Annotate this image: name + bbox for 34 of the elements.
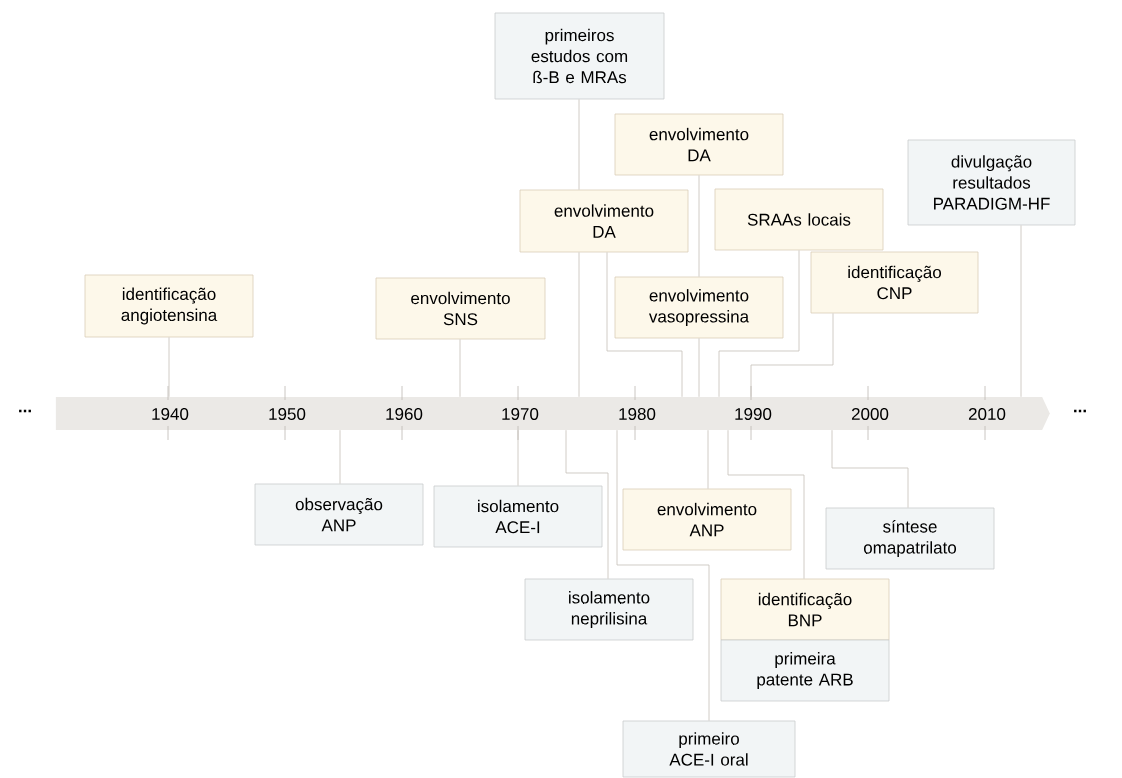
event-box: envolvimento DA (614, 113, 784, 176)
event-box: primeiros estudos com ß-B e MRAs (494, 12, 665, 100)
year-label: 1940 (152, 408, 189, 420)
leader-line (616, 429, 710, 721)
event-box: isolamento ACE-I (433, 485, 603, 548)
leader-line (831, 429, 909, 508)
ellipsis: ... (1074, 409, 1086, 413)
event-box: envolvimento ANP (622, 488, 792, 551)
event-box: identificação CNP (810, 251, 979, 314)
ellipsis: ... (19, 409, 31, 413)
event-box: primeiro ACE-I oral (622, 720, 796, 778)
year-label: 1960 (386, 408, 423, 420)
year-label: 2010 (968, 408, 1006, 420)
event-box: identificação angiotensina (84, 274, 254, 338)
year-label: 1950 (269, 408, 306, 420)
event-box: envolvimento DA (519, 189, 689, 253)
leader-line (606, 252, 683, 398)
year-label: 1970 (502, 408, 539, 420)
event-box: síntese omapatrilato (825, 507, 995, 570)
event-box: isolamento neprilisina (524, 578, 694, 641)
event-box: identificação BNP (720, 578, 890, 641)
event-box: divulgação resultados PARADIGM-HF (907, 139, 1076, 226)
event-box: primeira patente ARB (720, 639, 890, 702)
event-box: SRAAs locais (714, 188, 884, 251)
event-box: envolvimento SNS (375, 277, 546, 340)
leader-line (565, 429, 609, 579)
event-box: observação ANP (254, 483, 424, 546)
year-label: 1980 (619, 408, 656, 420)
event-box: envolvimento vasopressina (614, 276, 784, 339)
year-label: 1990 (735, 408, 772, 420)
timeline-bar (55, 397, 1050, 430)
leader-line (718, 250, 800, 398)
year-label: 2000 (851, 408, 889, 420)
leader-line (727, 429, 805, 579)
